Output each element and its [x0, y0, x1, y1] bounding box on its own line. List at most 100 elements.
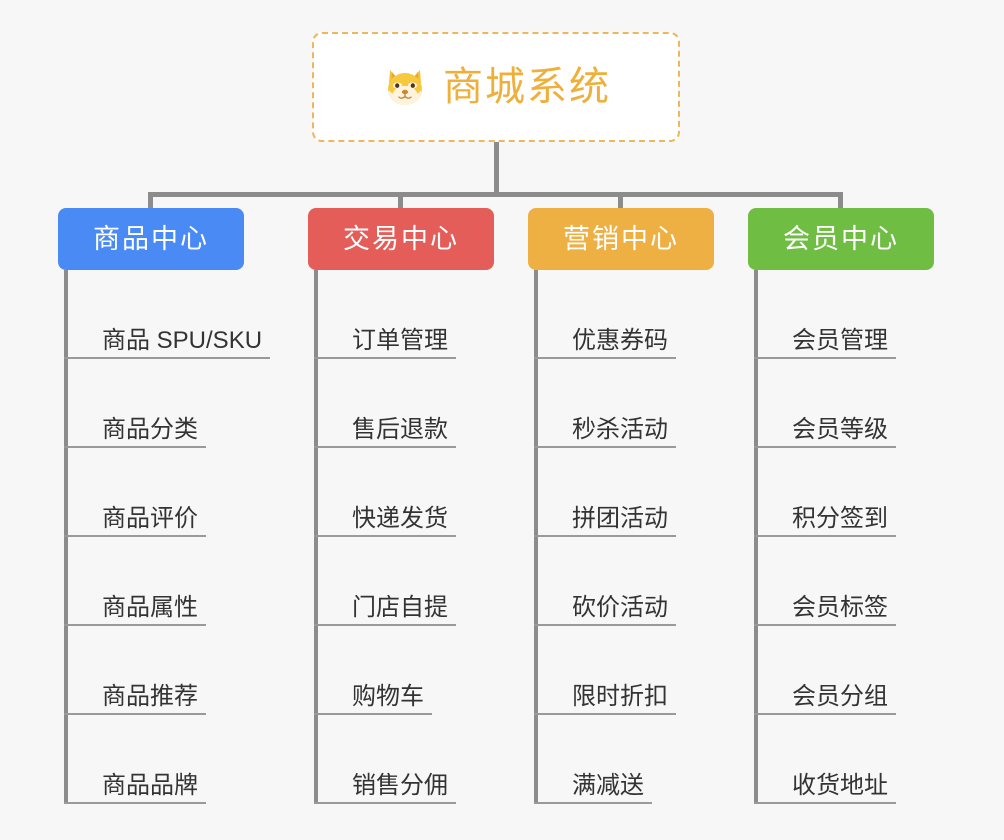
- leaf-underline: [314, 802, 456, 804]
- list-item[interactable]: 销售分佣: [308, 715, 528, 804]
- root-node[interactable]: 商城系统: [312, 32, 680, 142]
- leaf-label: 门店自提: [352, 594, 448, 621]
- leaf-underline: [64, 713, 206, 715]
- connector-drop-3: [618, 192, 623, 208]
- list-item[interactable]: 商品评价: [58, 448, 298, 537]
- connector-drop-2: [398, 192, 403, 208]
- leaf-underline: [314, 713, 432, 715]
- list-item[interactable]: 快递发货: [308, 448, 528, 537]
- leaf-list-1: 订单管理 售后退款 快递发货 门店自提 购物车 销售分佣: [308, 270, 528, 804]
- leaf-label: 拼团活动: [572, 505, 668, 532]
- list-item[interactable]: 会员标签: [748, 537, 968, 626]
- leaf-label: 商品评价: [102, 505, 198, 532]
- list-item[interactable]: 会员管理: [748, 270, 968, 359]
- connector-drop-4: [838, 192, 843, 208]
- leaf-underline: [314, 535, 456, 537]
- list-item[interactable]: 购物车: [308, 626, 528, 715]
- leaf-trunk-2: [534, 270, 538, 804]
- shiba-dog-emoji: [381, 63, 429, 111]
- category-header-0[interactable]: 商品中心: [58, 208, 244, 270]
- list-item[interactable]: 秒杀活动: [528, 359, 748, 448]
- category-label-2: 营销中心: [563, 223, 679, 254]
- list-item[interactable]: 商品属性: [58, 537, 298, 626]
- leaf-label: 限时折扣: [572, 683, 668, 710]
- leaf-underline: [754, 446, 896, 448]
- category-header-1[interactable]: 交易中心: [308, 208, 494, 270]
- leaf-label: 满减送: [572, 772, 644, 799]
- list-item[interactable]: 积分签到: [748, 448, 968, 537]
- list-item[interactable]: 商品品牌: [58, 715, 298, 804]
- leaf-label: 快递发货: [352, 505, 448, 532]
- leaf-label: 优惠券码: [572, 327, 668, 354]
- leaf-underline: [64, 446, 206, 448]
- leaf-underline: [534, 802, 652, 804]
- connector-horizontal-bus: [148, 192, 842, 197]
- column-marketing-center: 营销中心 优惠券码 秒杀活动 拼团活动 砍价活动 限时折扣 满减送: [528, 208, 748, 804]
- column-member-center: 会员中心 会员管理 会员等级 积分签到 会员标签 会员分组 收货地址: [748, 208, 968, 804]
- leaf-trunk-3: [754, 270, 758, 804]
- root-title: 商城系统: [443, 65, 611, 109]
- leaf-underline: [314, 446, 456, 448]
- leaf-underline: [534, 713, 676, 715]
- leaf-label: 购物车: [352, 683, 424, 710]
- leaf-label: 会员管理: [792, 327, 888, 354]
- leaf-list-2: 优惠券码 秒杀活动 拼团活动 砍价活动 限时折扣 满减送: [528, 270, 748, 804]
- leaf-trunk-1: [314, 270, 318, 804]
- leaf-underline: [534, 446, 676, 448]
- leaf-underline: [64, 535, 206, 537]
- leaf-label: 会员等级: [792, 416, 888, 443]
- category-label-0: 商品中心: [93, 223, 209, 254]
- leaf-underline: [754, 802, 896, 804]
- leaf-label: 砍价活动: [572, 594, 668, 621]
- list-item[interactable]: 会员分组: [748, 626, 968, 715]
- list-item[interactable]: 商品分类: [58, 359, 298, 448]
- leaf-label: 商品属性: [102, 594, 198, 621]
- list-item[interactable]: 商品推荐: [58, 626, 298, 715]
- list-item[interactable]: 门店自提: [308, 537, 528, 626]
- category-header-2[interactable]: 营销中心: [528, 208, 714, 270]
- leaf-underline: [314, 357, 456, 359]
- leaf-list-0: 商品 SPU/SKU 商品分类 商品评价 商品属性 商品推荐 商品品牌: [58, 270, 298, 804]
- list-item[interactable]: 订单管理: [308, 270, 528, 359]
- leaf-trunk-0: [64, 270, 68, 804]
- list-item[interactable]: 商品 SPU/SKU: [58, 270, 298, 359]
- leaf-underline: [534, 357, 676, 359]
- leaf-label: 会员标签: [792, 594, 888, 621]
- connector-root-stem: [494, 142, 499, 195]
- leaf-underline: [64, 624, 206, 626]
- category-header-3[interactable]: 会员中心: [748, 208, 934, 270]
- leaf-underline: [314, 624, 456, 626]
- leaf-label: 收货地址: [792, 772, 888, 799]
- leaf-label: 商品品牌: [102, 772, 198, 799]
- leaf-underline: [754, 357, 896, 359]
- list-item[interactable]: 拼团活动: [528, 448, 748, 537]
- leaf-list-3: 会员管理 会员等级 积分签到 会员标签 会员分组 收货地址: [748, 270, 968, 804]
- category-label-3: 会员中心: [783, 223, 899, 254]
- list-item[interactable]: 砍价活动: [528, 537, 748, 626]
- leaf-label: 售后退款: [352, 416, 448, 443]
- list-item[interactable]: 会员等级: [748, 359, 968, 448]
- leaf-label: 订单管理: [352, 327, 448, 354]
- leaf-underline: [534, 624, 676, 626]
- leaf-underline: [754, 535, 896, 537]
- leaf-label: 秒杀活动: [572, 416, 668, 443]
- leaf-label: 商品推荐: [102, 683, 198, 710]
- list-item[interactable]: 售后退款: [308, 359, 528, 448]
- leaf-underline: [754, 624, 896, 626]
- leaf-label: 会员分组: [792, 683, 888, 710]
- column-trade-center: 交易中心 订单管理 售后退款 快递发货 门店自提 购物车 销售分佣: [308, 208, 528, 804]
- list-item[interactable]: 满减送: [528, 715, 748, 804]
- leaf-underline: [64, 357, 270, 359]
- leaf-underline: [754, 713, 896, 715]
- list-item[interactable]: 限时折扣: [528, 626, 748, 715]
- list-item[interactable]: 收货地址: [748, 715, 968, 804]
- leaf-label: 积分签到: [792, 505, 888, 532]
- leaf-label: 商品分类: [102, 416, 198, 443]
- connector-drop-1: [148, 192, 153, 208]
- leaf-underline: [534, 535, 676, 537]
- column-product-center: 商品中心 商品 SPU/SKU 商品分类 商品评价 商品属性 商品推荐 商品品牌: [58, 208, 298, 804]
- list-item[interactable]: 优惠券码: [528, 270, 748, 359]
- leaf-label: 销售分佣: [352, 772, 448, 799]
- category-label-1: 交易中心: [343, 223, 459, 254]
